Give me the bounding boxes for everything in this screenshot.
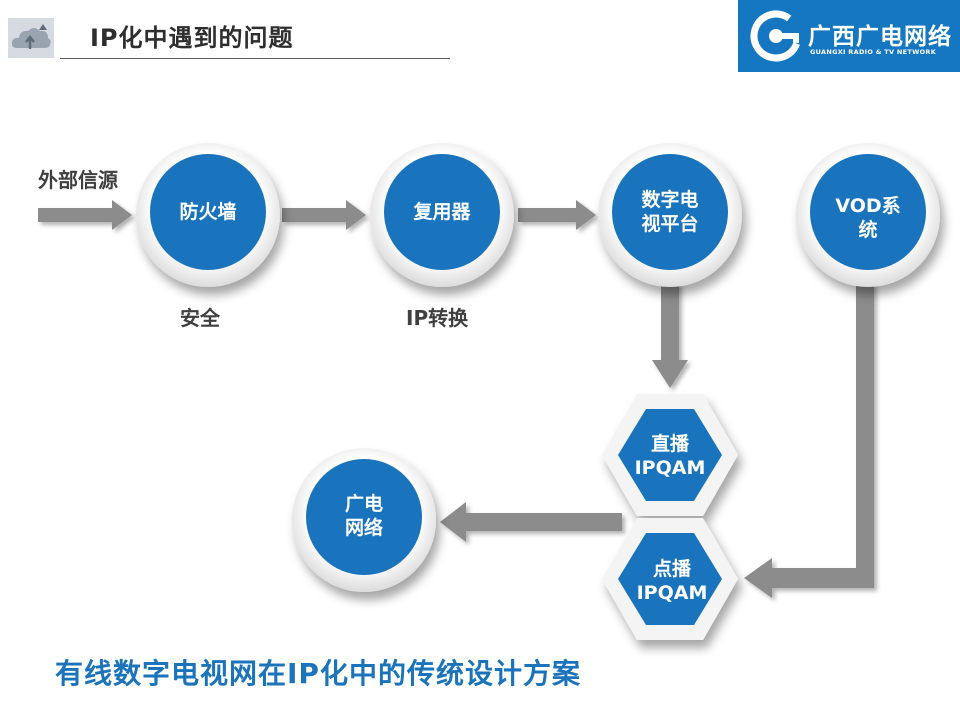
logo-name: 广西广电网络 xyxy=(808,24,952,50)
arrow-source-to-firewall xyxy=(38,200,132,230)
node-multiplexer xyxy=(370,143,514,287)
node-cable-network xyxy=(292,448,436,592)
page-title: IP化中遇到的问题 xyxy=(90,24,294,52)
cloud-upload-icon xyxy=(8,18,54,58)
arrow-ipqam-to-cable-network xyxy=(440,502,622,542)
arrow-firewall-to-multiplexer xyxy=(282,200,366,230)
logo-subtitle: GUANGXI RADIO & TV NETWORK xyxy=(810,48,937,56)
node-label-live-ipqam: 直播 IPQAM xyxy=(634,433,706,479)
node-vod xyxy=(796,143,940,287)
arrow-multiplexer-to-digital-tv xyxy=(518,200,596,230)
source-label: 外部信源 xyxy=(38,168,118,192)
node-digital-tv xyxy=(598,143,742,287)
caption-ip-convert: IP转换 xyxy=(406,306,469,330)
node-live-ipqam xyxy=(602,394,738,516)
node-label-digital-tv: 数字电 视平台 xyxy=(641,189,699,235)
node-label-firewall: 防火墙 xyxy=(179,201,237,223)
node-label-cable-network: 广电 网络 xyxy=(344,493,383,539)
node-label-vod-ipqam: 点播 IPQAM xyxy=(636,558,708,604)
caption-security: 安全 xyxy=(180,306,220,330)
footer-caption: 有线数字电视网在IP化中的传统设计方案 xyxy=(55,657,581,690)
node-firewall xyxy=(136,143,280,287)
logo-g-icon xyxy=(750,10,802,62)
node-label-vod: VOD系 统 xyxy=(835,195,901,241)
arrow-vod-to-vod-ipqam xyxy=(744,282,874,598)
node-label-multiplexer: 复用器 xyxy=(413,201,471,223)
node-vod-ipqam xyxy=(602,518,738,640)
company-logo: 广西广电网络 GUANGXI RADIO & TV NETWORK xyxy=(738,0,960,72)
arrow-digital-tv-to-live-ipqam xyxy=(652,282,688,388)
title-divider xyxy=(60,58,450,59)
